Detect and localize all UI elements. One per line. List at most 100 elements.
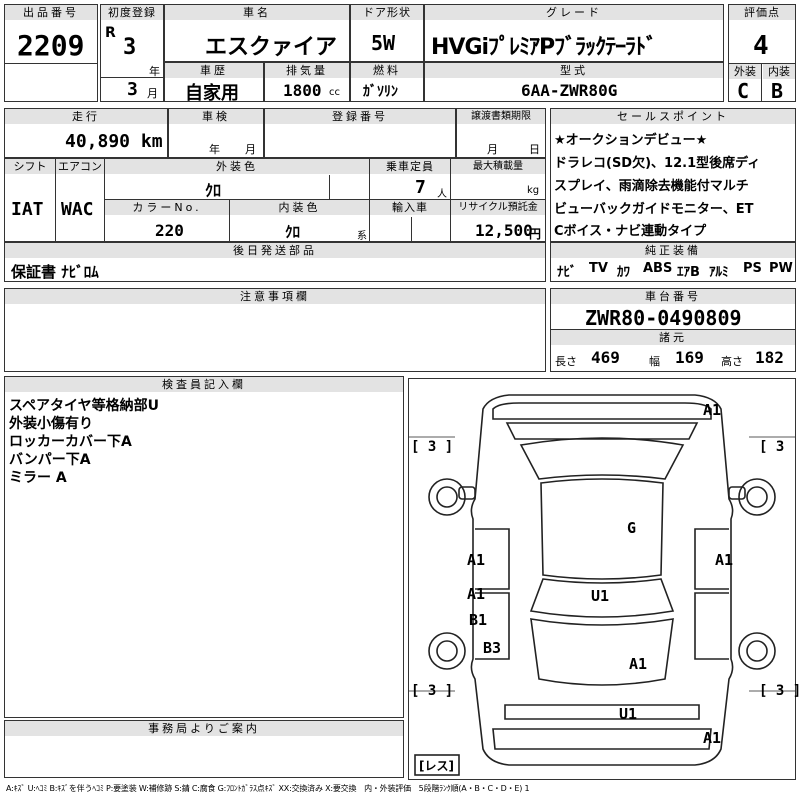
fuel-box: 燃料 ｶﾞｿﾘﾝ — [350, 62, 424, 102]
car-name-header: 車名 — [165, 5, 349, 20]
equipment-item: TV — [589, 261, 608, 276]
inspector-note: 外装小傷有り — [9, 416, 93, 432]
rear-hatch — [530, 618, 674, 686]
inspector-note: ロッカーカバー下A — [9, 434, 132, 450]
shift-header: シフト — [5, 159, 55, 174]
mileage-box: 走行 40,890 km — [4, 108, 168, 158]
transfer-header: 譲渡書類期限 — [457, 109, 545, 124]
inspector-note: ミラー A — [9, 470, 67, 486]
inspector-note: スペアタイヤ等格納部U — [9, 398, 159, 414]
score-box: 評価点 4 外装 内装 C B — [728, 4, 796, 103]
capacity-unit: 人 — [437, 189, 447, 200]
tire-mark-rl: [ 3 ] — [411, 683, 454, 699]
inspector-header: 検査員記入欄 — [5, 377, 403, 392]
mark-right-rear-quarter: A1 — [629, 655, 648, 673]
int-color-header: 内装色 — [230, 200, 369, 215]
equipment-header: 純正装備 — [551, 243, 795, 258]
mark-rear-under: U1 — [619, 705, 638, 723]
ext-color-header: 外装色 — [105, 159, 369, 174]
wheel-rear-left — [428, 632, 466, 670]
rear-bumper — [504, 704, 700, 720]
rear-under — [492, 728, 712, 750]
aircon-header: エアコン — [56, 159, 104, 174]
mark-left-rear-quarter: B3 — [483, 639, 502, 657]
legend: A:ｷｽﾞ U:ﾍｺﾐ B:ｷｽﾞを伴うﾍｺﾐ P:要塗装 W:補修跡 S:錆 … — [6, 784, 530, 793]
equipment-item: PW — [769, 261, 793, 276]
inspection-month-unit: 月 — [245, 143, 256, 156]
lot-number-box: 出品番号 2209 — [4, 4, 98, 102]
mark-front-right: A1 — [703, 401, 722, 419]
mark-rear-bumper: A1 — [703, 729, 722, 747]
inspection-year-unit: 年 — [209, 143, 220, 156]
car-outline-svg — [409, 394, 795, 776]
transfer-month-unit: 月 — [487, 143, 498, 156]
sales-point-line-3: スプレイ、雨滴除去機能付マルチ — [554, 179, 749, 194]
mark-right-front-door: A1 — [715, 551, 734, 569]
aircon: WAC — [61, 199, 94, 220]
mileage: 40,890 km — [65, 131, 163, 152]
tire-mark-rr: [ 3 ] — [759, 683, 800, 699]
later-parts-header: 後日発送部品 — [5, 243, 545, 258]
sales-point-line-4: ビューバックガイドモニター、ET — [554, 202, 754, 217]
history-header: 車歴 — [165, 63, 263, 78]
length-label: 長さ — [555, 355, 577, 368]
left-mirror — [458, 486, 476, 500]
history: 自家用 — [185, 83, 239, 104]
first-reg-month-unit: 月 — [147, 87, 158, 100]
equipment-item: PS — [743, 261, 762, 276]
office-header: 事務局よりご案内 — [5, 721, 403, 736]
right-mirror — [728, 486, 746, 500]
mark-rear-roof: G — [627, 519, 637, 537]
left-side-front — [475, 528, 510, 590]
chassis-box: 車台番号 ZWR80-0490809 諸元 長さ 469 幅 169 高さ 18… — [550, 288, 796, 372]
left-side-rear — [475, 592, 510, 660]
import-header: 輸入車 — [370, 200, 450, 215]
model-code: 6AA-ZWR80G — [521, 81, 618, 100]
first-reg-year-unit: 年 — [149, 65, 160, 78]
rear-glass — [529, 578, 675, 618]
interior-grade: B — [771, 79, 784, 103]
grade: HVGiﾌﾟﾚﾐｱPﾌﾞﾗｯｸﾃｰﾗﾄﾞ — [431, 35, 657, 60]
car-name-box: 車名 エスクァイア — [164, 4, 350, 62]
spare-tire-box — [414, 754, 460, 776]
mark-left-rocker: B1 — [469, 611, 488, 629]
equipment-item: ｱﾙﾐ — [709, 265, 729, 280]
int-color: ｸﾛ — [285, 223, 301, 241]
ext-color: ｸﾛ — [205, 181, 222, 200]
recycle-unit: 円 — [529, 227, 542, 241]
first-registration-box: 初度登録 R 3 年 3 月 — [100, 4, 164, 102]
grade-box: グレード HVGiﾌﾟﾚﾐｱPﾌﾞﾗｯｸﾃｰﾗﾄﾞ — [424, 4, 724, 62]
door-header: ドア形状 — [351, 5, 423, 20]
color-no-header: カラーNo. — [105, 200, 229, 215]
reg-no-box: 登録番号 — [264, 108, 456, 158]
history-box: 車歴 自家用 — [164, 62, 264, 104]
wheel-rear-right — [738, 632, 776, 670]
score: 4 — [753, 31, 769, 61]
mark-left-front-door: A1 — [467, 551, 486, 569]
inspection-box: 車検 年 月 — [168, 108, 264, 158]
capacity: 7 — [415, 177, 426, 198]
model-code-header: 型式 — [425, 63, 723, 78]
front-bumper — [492, 402, 712, 420]
displacement-header: 排気量 — [265, 63, 349, 78]
car-body-outline — [470, 394, 734, 766]
notes-header: 注意事項欄 — [5, 289, 545, 304]
inspector-box: 検査員記入欄 スペアタイヤ等格納部U 外装小傷有り ロッカーカバー下A バンパー… — [4, 376, 404, 718]
first-reg-month: 3 — [127, 79, 138, 100]
sales-points-box: セールスポイント ★オークションデビュー★ ドラレコ(SD欠)、12.1型後席デ… — [550, 108, 796, 242]
wheel-front-right — [738, 478, 776, 516]
interior-header: 内装 — [763, 64, 795, 79]
notes-box: 注意事項欄 — [4, 288, 546, 372]
shift: IAT — [11, 199, 44, 220]
door-type: 5W — [371, 31, 396, 55]
inspection-header: 車検 — [169, 109, 263, 124]
mark-center-floor: U1 — [591, 587, 610, 605]
dims-header: 諸元 — [551, 330, 795, 345]
first-reg-header: 初度登録 — [101, 5, 163, 20]
inspector-note: バンパー下A — [9, 452, 91, 468]
equipment-item: ｴｱB — [677, 265, 700, 280]
color-no: 220 — [155, 221, 184, 240]
door-box: ドア形状 5W — [350, 4, 424, 62]
first-reg-year: 3 — [123, 35, 137, 60]
sales-points-header: セールスポイント — [551, 109, 795, 124]
